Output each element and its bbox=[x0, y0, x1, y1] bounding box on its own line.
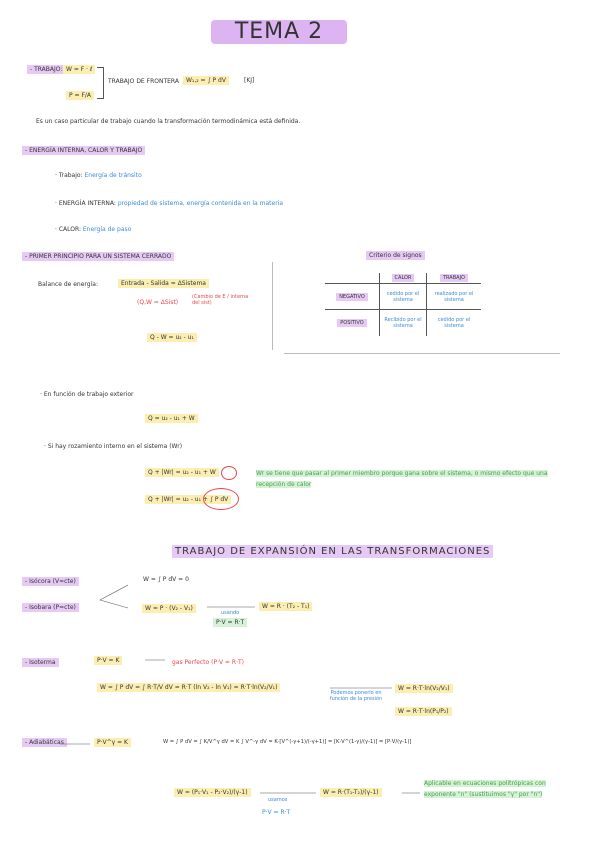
criterio-header: Criterio de signos bbox=[366, 251, 425, 260]
highlight-circle bbox=[221, 466, 237, 480]
energia-item-label: · Trabajo: bbox=[55, 172, 83, 179]
energia-item-label: · ENERGÍA INTERNA: bbox=[55, 200, 116, 207]
criterio-table: CALOR TRABAJO NEGATIVO cedido por el sis… bbox=[325, 273, 481, 336]
table-cell: cedido por el sistema bbox=[379, 283, 427, 310]
exterior-line: · En función de trabajo exterior bbox=[40, 391, 134, 398]
gas-perfecto: gas Perfecto (P·V = R·T) bbox=[172, 659, 245, 666]
isoterma-note: Podemos ponerlo en función de la presión bbox=[329, 690, 383, 702]
isoterma-label: - Isoterma bbox=[22, 658, 59, 667]
table-cell: realizado por el sistema bbox=[426, 283, 481, 310]
adiabatica-res2: W = R·(T₁-T₂)/(γ-1) bbox=[320, 788, 382, 797]
isoterma-res2: W = R·T·ln(P₁/P₂) bbox=[395, 707, 452, 716]
energia-item-text: Energía de tránsito bbox=[84, 172, 142, 179]
energia-header: - ENERGÍA INTERNA, CALOR Y TRABAJO bbox=[22, 146, 146, 155]
primer-principio-eq: Q - W = u₂ - u₁ bbox=[147, 333, 197, 342]
arrow-line bbox=[99, 584, 129, 601]
rozamiento-eq3: Q + |Wr| = u₂ - u₁ + ∫ P dV bbox=[145, 495, 232, 504]
adiabatica-res1: W = (P₁·V₁ - P₂·V₂)/(γ-1) bbox=[174, 788, 251, 797]
isoterma-cond: P·V = K bbox=[94, 656, 123, 665]
isobara-pv: P·V = R·T bbox=[213, 618, 248, 627]
primer-principio-header: - PRIMER PRINCIPIO PARA UN SISTEMA CERRA… bbox=[22, 252, 175, 261]
brace bbox=[97, 67, 104, 99]
divider bbox=[272, 262, 273, 350]
page-title: TEMA 2 bbox=[211, 20, 347, 44]
isobara-eq1: W = P · (V₂ - V₁) bbox=[142, 604, 196, 613]
isobara-eq2: W = R · (T₂ - T₁) bbox=[259, 602, 313, 611]
energia-item-text: propiedad de sistema, energía contenida … bbox=[117, 200, 284, 207]
politropica-note: Aplicable en ecuaciones politrópicas con… bbox=[424, 780, 546, 798]
exterior-eq: Q = u₂ - u₁ + W bbox=[145, 414, 198, 423]
divider bbox=[284, 353, 560, 354]
balance-label: Balance de energía: bbox=[38, 281, 98, 288]
adiabatica-cond: P·V^γ = K bbox=[94, 738, 131, 747]
trabajo-eq2: P = F/A bbox=[66, 91, 95, 100]
rozamiento-eq: Q + |Wr| = u₂ - u₁ + W bbox=[145, 468, 219, 477]
adiabatica-eq: W = ∫ P dV = ∫ K/V^γ dV = K ∫ V^-γ dV = … bbox=[163, 739, 412, 745]
table-row-header: POSITIVO bbox=[325, 309, 380, 336]
trabajo-eq1: W = F · ℓ bbox=[63, 65, 96, 74]
balance-comment: (Cambio de E / interna del sist) bbox=[192, 294, 249, 306]
frontera-note: Es un caso particular de trabajo cuando … bbox=[36, 118, 301, 125]
energia-item-label: · CALOR: bbox=[55, 226, 81, 233]
table-cell: cedido por el sistema bbox=[426, 309, 481, 336]
isocora-eq: W = ∫ P dV = 0 bbox=[143, 576, 189, 583]
arrow-line bbox=[99, 599, 129, 609]
highlight-circle bbox=[203, 488, 239, 510]
trabajo-label: - TRABAJO: bbox=[27, 65, 66, 74]
energia-item-calor: · CALOR: Energía de paso bbox=[55, 226, 131, 233]
adiabatica-label: - Adiabáticas bbox=[22, 738, 67, 747]
isoterma-res1: W = R·T·ln(V₂/V₁) bbox=[395, 684, 453, 693]
isoterma-eq: W = ∫ P dV = ∫ R·T/V dV = R·T (ln V₂ - l… bbox=[97, 683, 281, 692]
table-cell: Recibido por el sistema bbox=[379, 309, 427, 336]
expansion-header: TRABAJO DE EXPANSIÓN EN LAS TRANSFORMACI… bbox=[172, 545, 494, 558]
isobara-using: usando bbox=[221, 610, 240, 616]
balance-eq: Entrada - Salida = ΔSistema bbox=[118, 279, 209, 288]
frontera-eq: W₁,₂ = ∫ P dV bbox=[183, 76, 229, 85]
rozamiento-line: · Si hay rozamiento interno en el sistem… bbox=[44, 443, 183, 450]
isobara-label: - Isobara (P=cte) bbox=[22, 603, 79, 612]
frontera-label: TRABAJO DE FRONTERA bbox=[108, 78, 179, 85]
isocora-label: - Isócora (V=cte) bbox=[22, 577, 79, 586]
energia-item-interna: · ENERGÍA INTERNA: propiedad de sistema,… bbox=[55, 200, 283, 207]
energia-item-trabajo: · Trabajo: Energía de tránsito bbox=[55, 172, 142, 179]
adiabatica-using: usamos bbox=[268, 797, 288, 803]
rozamiento-note: Wr se tiene que pasar al primer miembro … bbox=[256, 470, 548, 488]
adiabatica-pv: P·V = R·T bbox=[262, 809, 291, 816]
energia-item-text: Energía de paso bbox=[82, 226, 132, 233]
balance-sub-note: (Q,W = ΔSist) bbox=[137, 299, 179, 306]
table-row-header: NEGATIVO bbox=[325, 283, 380, 310]
frontera-units: [KJ] bbox=[244, 77, 255, 84]
